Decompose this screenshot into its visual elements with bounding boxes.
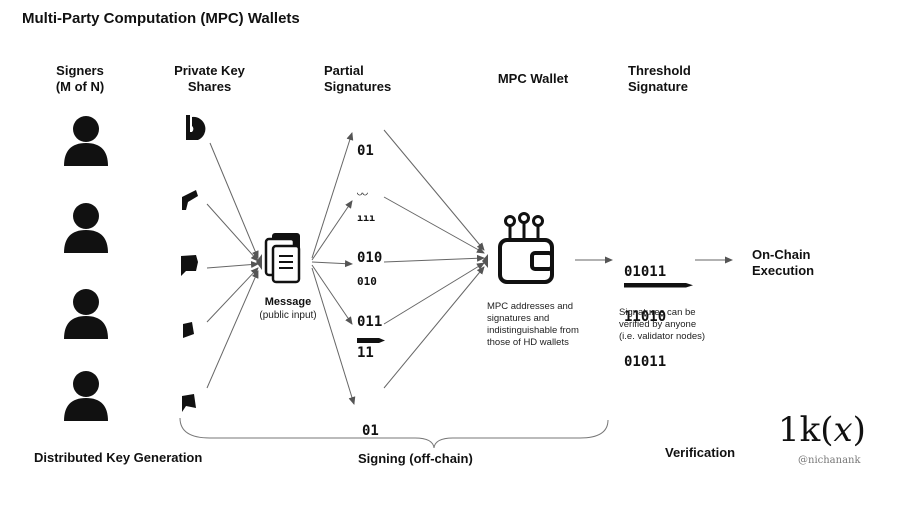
arrow-share1-to-message — [209, 142, 259, 259]
header-partial-signatures: Partial Signatures — [324, 63, 414, 95]
partial-signature-2: ııı 010 — [357, 186, 382, 279]
wallet-note-line3: indistinguishable from — [487, 325, 579, 336]
header-key-shares-line1: Private Key — [174, 63, 245, 78]
arrow-partial3-to-wallet — [383, 254, 485, 263]
header-threshold-line1: Threshold — [628, 63, 691, 78]
partial-3-line1: 010 — [357, 275, 377, 288]
share-1-key-share-fragment-icon — [186, 115, 206, 140]
partial-4-pen-icon — [357, 338, 385, 343]
arrow-message-to-partial2 — [311, 200, 353, 261]
wallet-note-line1: MPC addresses and — [487, 301, 574, 312]
verify-note: Signatures can be verified by anyone (i.… — [619, 307, 729, 343]
phase-signing: Signing (off-chain) — [358, 451, 473, 466]
header-signers: Signers (M of N) — [50, 63, 110, 95]
header-signers-line1: Signers — [56, 63, 104, 78]
arrow-partial1-to-wallet — [383, 129, 485, 251]
brand-logo: 1k(𝑥) — [778, 410, 866, 450]
arrow-share5-to-message — [206, 270, 259, 389]
header-key-shares-line2: Shares — [187, 79, 232, 94]
arrow-share2-to-message — [206, 203, 259, 262]
signer-2-person-icon — [64, 203, 108, 253]
message-label: Message — [264, 296, 312, 308]
verify-note-line3: (i.e. validator nodes) — [619, 331, 706, 342]
share-3-key-share-fragment-icon — [181, 255, 198, 276]
phase-verification: Verification — [665, 445, 736, 460]
partial-signature-5: 01 — [362, 396, 379, 452]
onchain-line1: On-Chain — [752, 247, 811, 262]
onchain-line2: Execution — [752, 263, 815, 278]
partial-1-line1: 01 — [357, 143, 374, 159]
threshold-binary-line1: 01011 — [624, 264, 667, 280]
threshold-binary-line2: 11010 — [624, 309, 667, 325]
partial-2-line1: ııı — [357, 213, 376, 224]
share-5-key-share-fragment-icon — [182, 394, 196, 412]
header-threshold-signature: Threshold Signature — [628, 63, 708, 95]
arrow-message-to-partial3 — [311, 260, 353, 268]
header-mpc-wallet: MPC Wallet — [497, 71, 569, 86]
arrow-partial4-to-wallet — [383, 262, 485, 325]
signing-phase-brace — [179, 417, 609, 449]
wallet-note: MPC addresses and signatures and indisti… — [487, 301, 587, 349]
partial-signature-1: 01 ◡◡ — [357, 116, 374, 214]
partial-5-line1: 01 — [362, 423, 379, 439]
phase-dkg: Distributed Key Generation — [34, 450, 203, 465]
onchain-execution: On-Chain Execution — [752, 247, 814, 279]
arrow-message-to-partial4 — [311, 264, 353, 325]
page-title: Multi-Party Computation (MPC) Wallets — [22, 10, 300, 27]
wallet-note-line2: signatures and — [487, 313, 550, 324]
header-partial-line2: Signatures — [324, 79, 392, 94]
arrow-message-to-partial1 — [311, 132, 354, 259]
arrow-share4-to-message — [206, 267, 259, 323]
share-2-key-share-fragment-icon — [182, 190, 198, 210]
signer-3-person-icon — [64, 289, 108, 339]
header-threshold-line2: Signature — [628, 79, 688, 94]
arrow-share3-to-message — [206, 261, 259, 269]
partial-1-line2: ◡◡ — [357, 188, 368, 198]
threshold-signature-binary: 01011 11010 01011 — [624, 235, 666, 385]
verify-note-line2: verified by anyone — [619, 319, 697, 330]
header-key-shares: Private Key Shares — [162, 63, 257, 95]
brand-handle: @nichanank — [798, 455, 861, 466]
share-4-key-share-fragment-icon — [183, 322, 194, 338]
partial-4-line1: 11 — [357, 345, 374, 361]
signer-4-person-icon — [64, 371, 108, 421]
partial-signature-4: 11 — [357, 318, 374, 374]
signer-1-person-icon — [64, 116, 108, 166]
mpc-wallet-circuit-icon — [482, 212, 554, 284]
message-sublabel: (public input) — [259, 310, 317, 321]
header-partial-line1: Partial — [324, 63, 364, 78]
header-signers-line2: (M of N) — [55, 79, 105, 94]
arrow-partial2-to-wallet — [383, 196, 485, 254]
arrow-message-to-partial5 — [311, 267, 356, 405]
threshold-pen-icon — [624, 283, 693, 288]
message-input-notch — [256, 254, 262, 270]
threshold-binary-line3: 01011 — [624, 354, 667, 370]
partial-signature-3: 010 011 — [357, 248, 382, 343]
partial-2-line2: 010 — [357, 250, 383, 266]
wallet-note-line4: those of HD wallets — [487, 337, 569, 348]
arrow-partial5-to-wallet — [383, 266, 485, 389]
message-document-stack-icon — [264, 233, 301, 284]
partial-3-line2: 011 — [357, 314, 383, 330]
verify-note-line1: Signatures can be — [619, 307, 696, 318]
